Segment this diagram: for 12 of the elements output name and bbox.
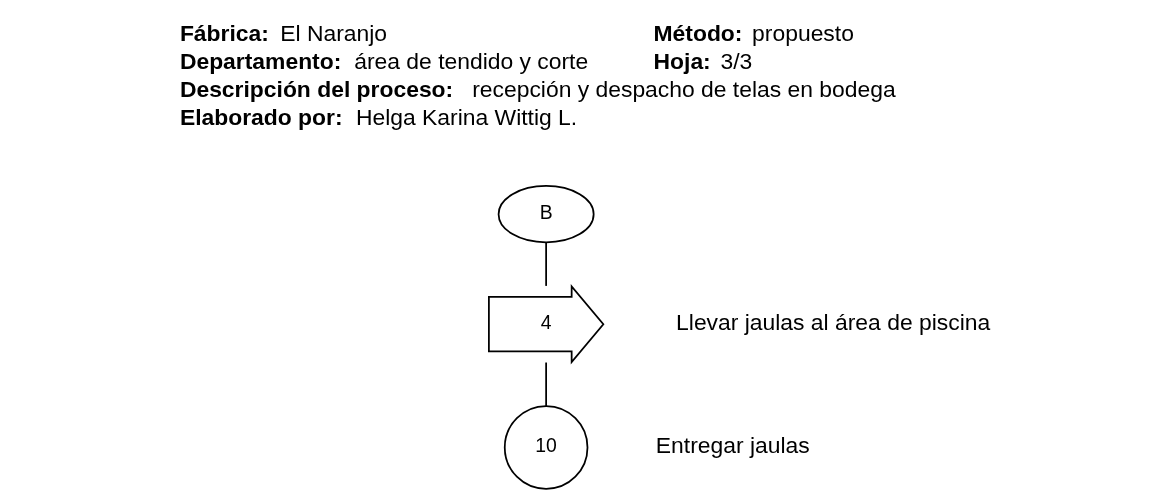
label: Hoja: 3/3: [653, 47, 753, 74]
label: Elaborado por: Helga Karina Wittig L.: [179, 104, 578, 131]
node-label: Llevar jaulas al área de piscina: [676, 309, 991, 336]
label: Departamento: área de tendido y corte: [179, 47, 589, 74]
connector: [545, 361, 547, 407]
label: Fábrica: El Naranjo: [179, 19, 388, 46]
label: Método: propuesto: [653, 19, 854, 46]
node-ellipse: B: [497, 185, 595, 244]
label: Descripción del proceso: recepción y despacho de telas en bodega: [179, 75, 896, 102]
connector: [545, 241, 547, 287]
node-circle: 10: [503, 405, 589, 490]
node-label: Entregar jaulas: [655, 432, 810, 459]
